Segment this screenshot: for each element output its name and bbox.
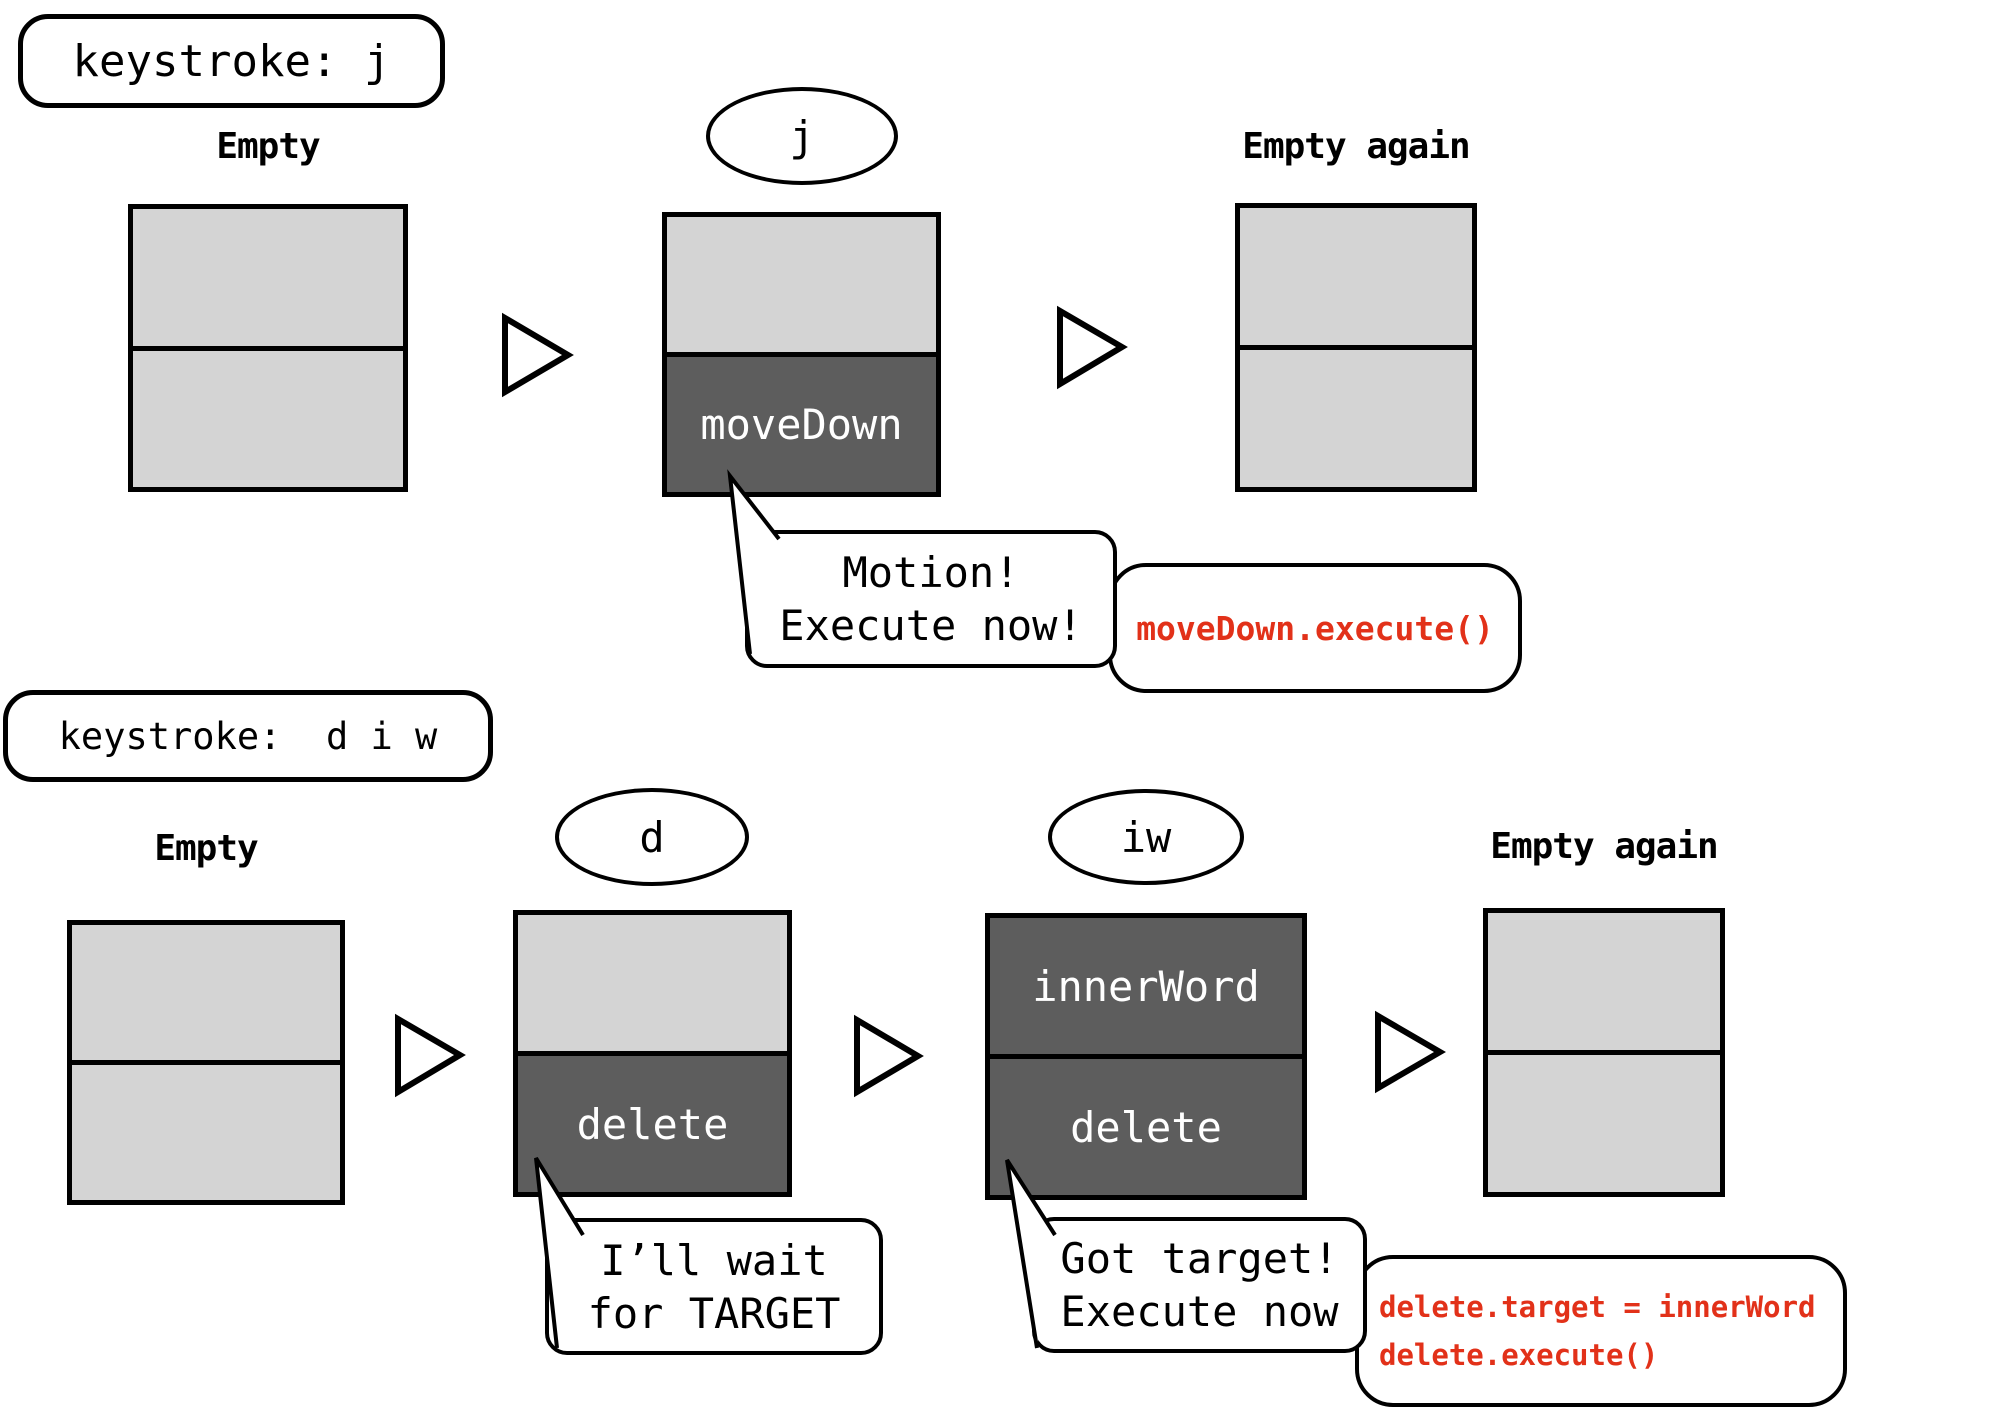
- stack-cell-top: [1240, 208, 1472, 345]
- arrow-right-icon: [854, 1014, 924, 1098]
- stack-item-delete: delete: [576, 1099, 729, 1149]
- stack-cell-top: [133, 209, 403, 346]
- stack-cell-bottom: [1240, 345, 1472, 487]
- key-event-d-text: d: [639, 812, 665, 862]
- stack-cell-bottom: [133, 345, 403, 487]
- arrow-right-icon: [502, 312, 574, 398]
- stack-row2-after-iw: innerWord delete: [985, 913, 1307, 1200]
- code-callout-delete-execute: delete.target = innerWord delete.execute…: [1355, 1255, 1847, 1407]
- stack-item-delete: delete: [1070, 1102, 1222, 1152]
- stack-row1-initial: [128, 204, 408, 492]
- code-line: moveDown.execute(): [1136, 608, 1494, 648]
- stack-row2-after-d: delete: [513, 910, 792, 1197]
- arrow-right-icon: [1057, 305, 1128, 390]
- stack-cell-top: innerWord: [990, 918, 1302, 1054]
- stack-row2-initial: [67, 920, 345, 1205]
- stack-item-movedown: moveDown: [700, 400, 903, 449]
- code-line: delete.execute(): [1379, 1338, 1659, 1372]
- stack-cell-bottom: delete: [518, 1051, 787, 1192]
- key-event-ellipse-j: j: [706, 87, 898, 185]
- label-empty-again-row2: Empty again: [1490, 826, 1718, 867]
- speech-bubble-wait-for-target: I’ll wait for TARGET: [545, 1218, 883, 1355]
- stack-cell-bottom: [72, 1060, 340, 1200]
- label-empty-again-row1: Empty again: [1242, 126, 1470, 167]
- stack-item-innerword: innerWord: [1032, 961, 1260, 1011]
- bubble-line: Execute now: [1060, 1287, 1339, 1336]
- keystroke-badge-j: keystroke: j: [18, 14, 445, 108]
- key-event-ellipse-d: d: [555, 788, 749, 886]
- arrow-right-icon: [395, 1013, 466, 1098]
- keystroke-badge-diw: keystroke: d i w: [3, 690, 493, 782]
- stack-cell-top: [1488, 913, 1720, 1050]
- label-empty-row1: Empty: [216, 126, 320, 167]
- stack-cell-top: [72, 925, 340, 1060]
- label-empty-row2: Empty: [154, 828, 258, 869]
- stack-cell-top: [518, 915, 787, 1051]
- arrow-right-icon: [1375, 1010, 1446, 1094]
- bubble-line: for TARGET: [587, 1288, 841, 1338]
- stack-cell-bottom: moveDown: [667, 352, 936, 492]
- stack-row2-final: [1483, 908, 1725, 1197]
- bubble-line: Execute now!: [779, 601, 1083, 650]
- bubble-line: Got target!: [1060, 1234, 1339, 1283]
- keystroke-badge-j-text: keystroke: j: [72, 35, 391, 87]
- bubble-line: Motion!: [842, 548, 1020, 597]
- stack-cell-top: [667, 217, 936, 352]
- key-event-j-text: j: [789, 111, 815, 161]
- stack-cell-bottom: delete: [990, 1054, 1302, 1195]
- stack-row1-final: [1235, 203, 1477, 492]
- keystroke-badge-diw-text: keystroke: d i w: [58, 714, 438, 758]
- key-event-ellipse-iw: iw: [1048, 789, 1244, 885]
- bubble-line: I’ll wait: [600, 1235, 828, 1285]
- speech-bubble-motion: Motion! Execute now!: [745, 530, 1117, 668]
- key-event-iw-text: iw: [1120, 812, 1172, 862]
- stack-cell-bottom: [1488, 1050, 1720, 1192]
- code-callout-movedown-execute: moveDown.execute(): [1108, 563, 1522, 693]
- speech-bubble-got-target: Got target! Execute now: [1032, 1217, 1367, 1353]
- code-line: delete.target = innerWord: [1379, 1290, 1816, 1324]
- stack-row1-after-j: moveDown: [662, 212, 941, 497]
